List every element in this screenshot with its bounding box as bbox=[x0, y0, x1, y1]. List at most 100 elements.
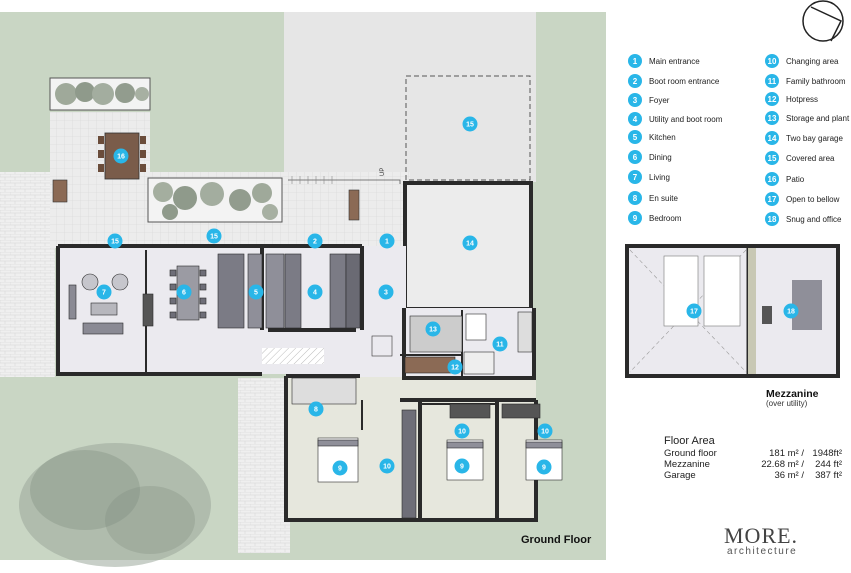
floor-area-name: Ground floor bbox=[664, 448, 717, 459]
svg-text:9: 9 bbox=[460, 464, 464, 471]
legend-label: Boot room entrance bbox=[649, 76, 720, 86]
legend-label: Open to bellow bbox=[786, 194, 840, 204]
legend-label: Two bay garage bbox=[786, 133, 843, 143]
floor-area-ft2: 244 ft² bbox=[815, 459, 842, 470]
legend-label: Storage and plant bbox=[786, 113, 850, 123]
legend-badge: 5 bbox=[628, 130, 642, 144]
mezzanine-title: Mezzanine bbox=[766, 388, 819, 400]
room-marker: 10 bbox=[537, 423, 553, 439]
covered-area-outline bbox=[405, 75, 531, 181]
room-marker: 1 bbox=[379, 233, 395, 249]
bench bbox=[52, 179, 68, 203]
legend-badge: 15 bbox=[765, 151, 779, 165]
svg-text:9: 9 bbox=[338, 466, 342, 473]
brand-subtitle: architecture bbox=[727, 546, 798, 557]
svg-text:5: 5 bbox=[254, 290, 258, 297]
legend-badge: 2 bbox=[628, 74, 642, 88]
stair-treads bbox=[291, 176, 333, 184]
room-marker: 4 bbox=[307, 284, 323, 300]
mezzanine-subtitle: (over utility) bbox=[766, 399, 808, 408]
room-marker: 18 bbox=[783, 303, 799, 319]
stair-up bbox=[288, 179, 401, 184]
svg-text:1: 1 bbox=[385, 239, 389, 246]
legend-label: En suite bbox=[649, 193, 678, 203]
svg-text:10: 10 bbox=[541, 429, 549, 436]
room-marker: 5 bbox=[248, 284, 264, 300]
room-marker: 11 bbox=[492, 336, 508, 352]
svg-text:8: 8 bbox=[314, 407, 318, 414]
svg-text:15: 15 bbox=[111, 239, 119, 246]
legend-item: 2 Boot room entrance bbox=[628, 74, 719, 88]
room-marker: 15 bbox=[107, 233, 123, 249]
room-marker: 9 bbox=[454, 458, 470, 474]
brand-logo: MORE. bbox=[724, 523, 799, 548]
room-marker: 16 bbox=[113, 148, 129, 164]
floor-area-m2: 22.68 m² / bbox=[761, 459, 804, 470]
floor-area-row: Ground floor 181 m² / 1948ft² bbox=[664, 448, 842, 459]
legend-badge: 12 bbox=[765, 92, 779, 106]
legend-badge: 3 bbox=[628, 93, 642, 107]
floor-area-ft2: 1948ft² bbox=[812, 448, 842, 459]
svg-text:16: 16 bbox=[117, 154, 125, 161]
room-marker: 9 bbox=[332, 460, 348, 476]
legend-label: Changing area bbox=[786, 56, 839, 66]
floor-area-row: Mezzanine 22.68 m² / 244 ft² bbox=[664, 459, 842, 470]
bench bbox=[348, 189, 360, 221]
room-markers: 1 2 3 4 5 6 7 8 9 9 9 10 10 10 11 12 13 … bbox=[96, 116, 799, 476]
legend-badge: 11 bbox=[765, 74, 779, 88]
ground-floor-label: Ground Floor bbox=[521, 534, 592, 546]
floor-area-m2: 36 m² / bbox=[774, 470, 804, 481]
legend-label: Utility and boot room bbox=[649, 114, 723, 124]
room-marker: 6 bbox=[176, 284, 192, 300]
legend-badge: 1 bbox=[628, 54, 642, 68]
svg-text:17: 17 bbox=[690, 309, 698, 316]
up-label: UP bbox=[380, 168, 386, 176]
room-marker: 13 bbox=[425, 321, 441, 337]
legend-badge: 7 bbox=[628, 170, 642, 184]
room-marker: 7 bbox=[96, 284, 112, 300]
legend-badge: 13 bbox=[765, 111, 779, 125]
legend-item: 10 Changing area bbox=[765, 54, 838, 68]
room-marker: 9 bbox=[536, 459, 552, 475]
room-marker: 2 bbox=[307, 233, 323, 249]
legend-label: Family bathroom bbox=[786, 76, 846, 86]
svg-text:10: 10 bbox=[458, 429, 466, 436]
room-marker: 14 bbox=[462, 235, 478, 251]
legend-label: Living bbox=[649, 172, 670, 182]
svg-text:6: 6 bbox=[182, 290, 186, 297]
room-marker: 17 bbox=[686, 303, 702, 319]
legend-item: 15 Covered area bbox=[765, 151, 834, 165]
floor-area-name: Garage bbox=[664, 470, 696, 481]
legend-label: Snug and office bbox=[786, 214, 842, 224]
planter-top bbox=[49, 77, 151, 111]
legend-label: Kitchen bbox=[649, 132, 676, 142]
legend-item: 11 Family bathroom bbox=[765, 74, 846, 88]
mezzanine-plan bbox=[625, 244, 840, 378]
floor-area-row: Garage 36 m² / 387 ft² bbox=[664, 470, 842, 481]
svg-text:10: 10 bbox=[383, 464, 391, 471]
svg-text:7: 7 bbox=[102, 290, 106, 297]
legend-label: Hotpress bbox=[786, 94, 819, 104]
floor-area-name: Mezzanine bbox=[664, 459, 710, 470]
legend-item: 13 Storage and plant bbox=[765, 111, 849, 125]
floor-area-title: Floor Area bbox=[664, 435, 715, 447]
svg-text:4: 4 bbox=[313, 290, 317, 297]
legend-badge: 18 bbox=[765, 212, 779, 226]
tree bbox=[19, 443, 211, 567]
legend-badge: 16 bbox=[765, 172, 779, 186]
legend-label: Covered area bbox=[786, 153, 835, 163]
legend-badge: 4 bbox=[628, 112, 642, 126]
legend-badge: 9 bbox=[628, 211, 642, 225]
floor-area-table: Floor Area Ground floor 181 m² / 1948ft²… bbox=[664, 435, 842, 482]
legend-badge: 10 bbox=[765, 54, 779, 68]
floor-area-ft2: 387 ft² bbox=[815, 470, 842, 481]
room-marker: 8 bbox=[308, 401, 324, 417]
